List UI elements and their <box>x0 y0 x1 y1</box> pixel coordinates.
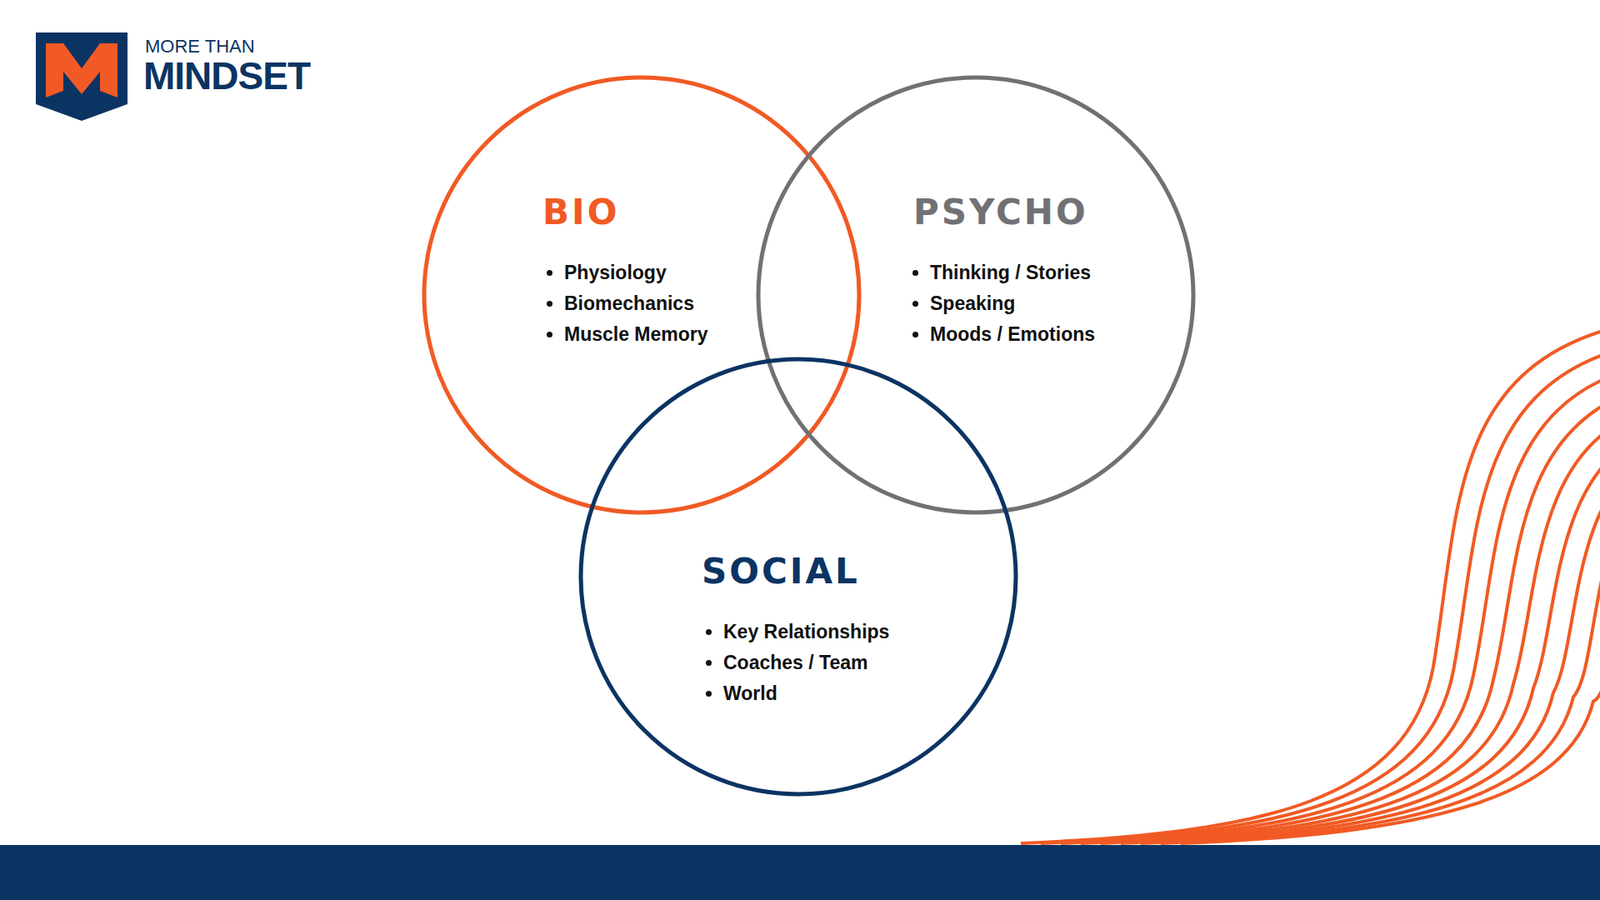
circle-heading: PSYCHO <box>913 190 1095 235</box>
circle-outline <box>758 77 1194 513</box>
wave-line <box>1020 329 1600 844</box>
bullet-list: Thinking / StoriesSpeakingMoods / Emotio… <box>910 257 1095 350</box>
logo-text: MINDSET <box>143 55 310 98</box>
wave-line <box>1040 350 1600 844</box>
bullet-item: Speaking <box>930 288 1095 320</box>
logo-shield <box>35 32 128 121</box>
wave-line <box>1140 459 1600 844</box>
wave-lines <box>1020 329 1600 844</box>
bullet-item: Muscle Memory <box>564 319 709 350</box>
footer-bar <box>0 845 1600 900</box>
wave-line <box>1080 394 1600 844</box>
bullet-item: Coaches / Team <box>723 647 890 679</box>
circle-content: PSYCHO Thinking / StoriesSpeakingMoods / … <box>910 190 1095 350</box>
bullet-item: Key Relationships <box>723 616 890 648</box>
bullet-item: Moods / Emotions <box>930 319 1095 350</box>
bullet-item: World <box>723 678 890 710</box>
bullet-item: Thinking / Stories <box>930 257 1095 289</box>
wave-line <box>1180 502 1600 844</box>
circle-heading: SOCIAL <box>701 549 890 595</box>
logo-text: MORE THAN <box>145 36 255 57</box>
circle-heading: BIO <box>542 190 709 235</box>
circle-content: SOCIAL Key RelationshipsCoaches / TeamWor… <box>703 549 890 710</box>
circle-outline <box>580 359 1016 795</box>
bullet-list: Key RelationshipsCoaches / TeamWorld <box>703 616 890 710</box>
venn-circle: SOCIAL Key RelationshipsCoaches / TeamWor… <box>576 355 1020 799</box>
bullet-list: PhysiologyBiomechanicsMuscle Memory <box>544 257 709 350</box>
bullet-item: Physiology <box>564 257 709 289</box>
bullet-item: Biomechanics <box>564 288 709 320</box>
circle-outline <box>424 77 860 513</box>
wave-line <box>1160 480 1600 844</box>
circle-content: BIO PhysiologyBiomechanicsMuscle Memory <box>544 190 709 350</box>
venn-circle: BIO PhysiologyBiomechanicsMuscle Memory <box>420 73 864 517</box>
wave-line <box>1100 415 1600 844</box>
